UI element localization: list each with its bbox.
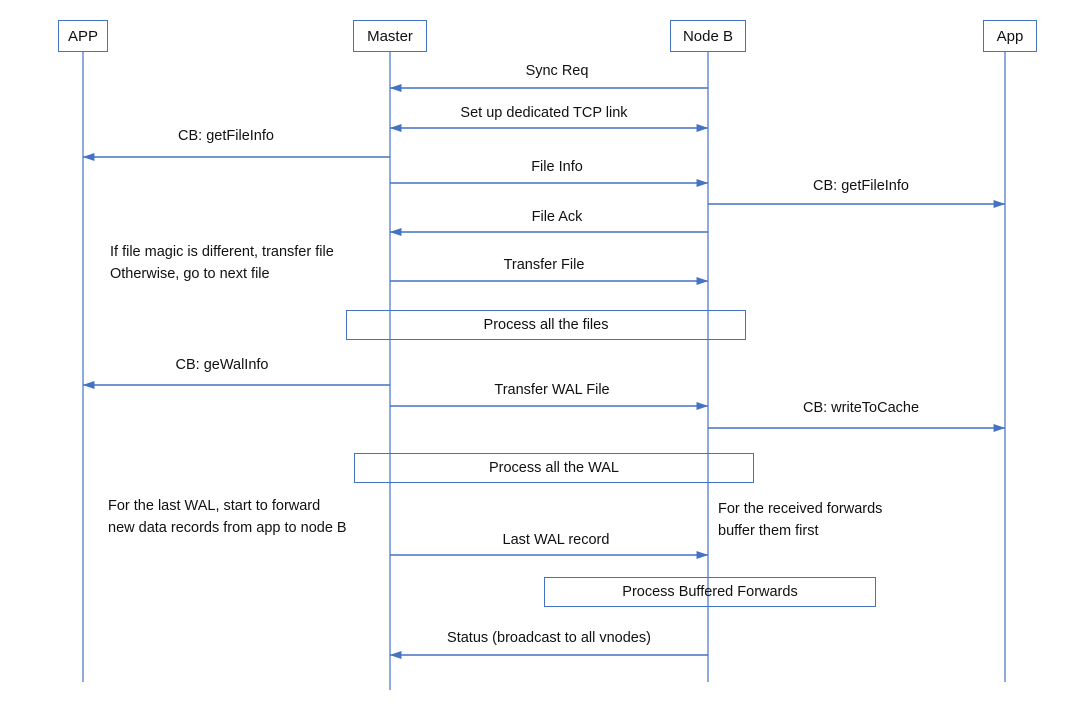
participant-box-master[interactable]: Master xyxy=(353,20,427,52)
process-box-label: Process Buffered Forwards xyxy=(622,584,798,600)
message-label: CB: getFileInfo xyxy=(813,178,909,194)
message-label: Status (broadcast to all vnodes) xyxy=(447,630,651,646)
message-label: Set up dedicated TCP link xyxy=(460,105,628,121)
process-box-label: Process all the WAL xyxy=(488,460,619,476)
participant-box-app_left[interactable]: APP xyxy=(58,20,108,52)
message-label: File Info xyxy=(531,159,583,175)
note-last-wal-forward: For the last WAL, start to forward new d… xyxy=(108,498,347,536)
participant-box-node_b[interactable]: Node B xyxy=(670,20,746,52)
participant-label: App xyxy=(996,27,1024,45)
message-label: Last WAL record xyxy=(502,532,610,548)
message-label: File Ack xyxy=(531,209,583,225)
process-box-label: Process all the files xyxy=(483,317,609,333)
note-file-magic: If file magic is different, transfer fil… xyxy=(110,244,334,282)
note-buffer-forwards: For the received forwards buffer them fi… xyxy=(718,501,883,539)
process-box[interactable]: Process all the WAL xyxy=(354,453,754,483)
participant-box-app_right[interactable]: App xyxy=(983,20,1037,52)
message-label: Transfer File xyxy=(503,257,585,273)
participant-label: Master xyxy=(367,27,413,45)
message-label: CB: geWalInfo xyxy=(175,357,269,373)
message-label: CB: getFileInfo xyxy=(178,128,274,144)
message-label: Sync Req xyxy=(525,63,589,79)
participant-label: APP xyxy=(67,27,98,45)
process-box[interactable]: Process Buffered Forwards xyxy=(544,577,876,607)
participant-label: Node B xyxy=(682,27,734,45)
message-label: Transfer WAL File xyxy=(494,382,610,398)
process-box[interactable]: Process all the files xyxy=(346,310,746,340)
message-label: CB: writeToCache xyxy=(802,400,920,416)
